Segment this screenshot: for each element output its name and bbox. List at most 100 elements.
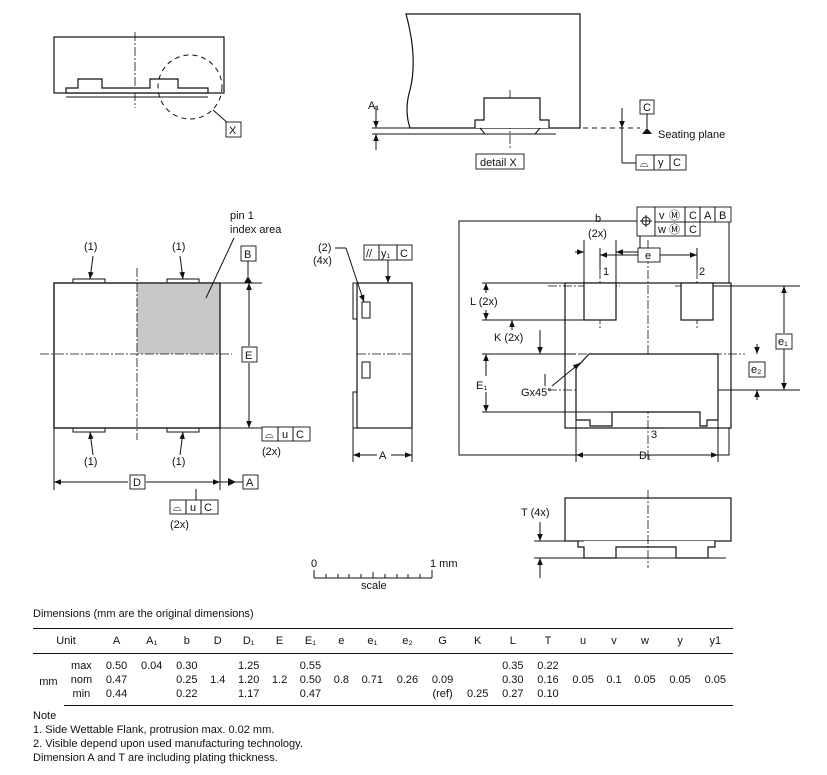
- cell: [565, 687, 601, 706]
- table-header: A₁: [134, 628, 170, 654]
- cell: 0.25: [176, 674, 198, 686]
- cell: [134, 673, 169, 687]
- cell: [389, 687, 425, 706]
- side-view-small: X: [53, 32, 242, 138]
- datum-a-box: A: [246, 477, 254, 489]
- dim-k-label: K (2x): [494, 332, 523, 344]
- svg-text:u: u: [282, 429, 288, 441]
- note-item: Dimension A and T are including plating …: [33, 752, 278, 764]
- svg-text:A: A: [704, 210, 712, 222]
- table-header: G: [424, 628, 461, 654]
- cell: [425, 654, 460, 674]
- dim-t-label: T (4x): [521, 507, 550, 519]
- svg-text:C: C: [673, 157, 681, 169]
- detail-x-circle: [157, 54, 223, 120]
- table-header: E₁: [292, 628, 329, 654]
- row-label: nom: [70, 674, 93, 686]
- pin1-index-label-line1: pin 1: [230, 210, 254, 222]
- table-header-row: Unit A A₁ b D D₁ E E₁ e e₁ e₂ G K L T u …: [33, 628, 733, 654]
- svg-text:C: C: [689, 224, 697, 236]
- dimensions-table: Unit A A₁ b D D₁ E E₁ e e₁ e₂ G K L T u …: [33, 628, 733, 706]
- pin1-index-area: [137, 283, 220, 354]
- svg-text:C: C: [400, 248, 408, 260]
- svg-text:y: y: [658, 157, 664, 169]
- cell: [204, 687, 232, 706]
- footnote-1-tl: (1): [84, 241, 97, 253]
- cell: [600, 687, 628, 706]
- cell: 0.16: [537, 674, 559, 686]
- cell: 0.09: [431, 674, 454, 686]
- count-4x-side: (4x): [313, 255, 332, 267]
- unit-cell: mm: [39, 676, 58, 689]
- cell: 1.25: [237, 660, 260, 672]
- scale-zero-label: 0: [311, 558, 317, 570]
- cell: 0.44: [98, 687, 135, 706]
- fcf-profile-u-c-right: ⌓ u C: [261, 426, 311, 442]
- note-item: 2. Visible depend upon used manufacturin…: [33, 738, 303, 750]
- cell: 0.22: [537, 660, 559, 672]
- svg-text:⌓: ⌓: [640, 158, 649, 170]
- dim-a-label: A: [379, 450, 387, 462]
- row-label: max: [71, 660, 92, 672]
- cell: 0.71: [361, 674, 383, 686]
- dim-e2-pitch-label: e₂: [751, 364, 761, 376]
- cell: [601, 654, 628, 674]
- seating-plane-label: Seating plane: [658, 129, 725, 141]
- cell: [328, 654, 355, 674]
- scale-bar: 0 1 mm scale: [311, 558, 458, 592]
- table-header: K: [460, 628, 496, 654]
- detail-x-view: A₁ detail X C Seating plane ⌓ y C: [368, 13, 725, 171]
- svg-text:⌓: ⌓: [265, 429, 274, 441]
- cell: 0.26: [396, 674, 419, 686]
- cell: 0.30: [502, 674, 524, 686]
- cell: 0.05: [572, 674, 594, 686]
- notes-title: Note: [33, 710, 57, 722]
- table-header: u: [565, 628, 601, 654]
- table-header: v: [600, 628, 628, 654]
- cell: (ref): [424, 687, 461, 706]
- datum-b-box: B: [244, 249, 251, 261]
- cell: 0.22: [169, 687, 205, 706]
- footnote-1-tr: (1): [172, 241, 185, 253]
- cell: 0.47: [105, 674, 128, 686]
- dim-l-label: L (2x): [470, 296, 498, 308]
- pin-2-label: 2: [699, 266, 705, 278]
- dim-e-pitch-label: e: [645, 250, 651, 262]
- svg-text:w: w: [657, 224, 666, 236]
- cell: 0.05: [704, 674, 727, 686]
- fcf-position: v Ⓜ C A B w Ⓜ C: [636, 206, 732, 237]
- cell: 0.1: [606, 674, 622, 686]
- cell: [328, 687, 355, 706]
- cell: 1.4: [210, 674, 226, 686]
- table-row: nom 0.47 0.25 1.4 1.20 1.2 0.50 0.8 0.71…: [33, 673, 733, 687]
- svg-text://: //: [366, 248, 373, 260]
- cell: 0.30: [176, 660, 198, 672]
- table-header: w: [627, 628, 663, 654]
- svg-text:v: v: [659, 210, 665, 222]
- cell: [662, 687, 698, 706]
- footnote-1-bl: (1): [84, 456, 97, 468]
- cell: [663, 654, 698, 674]
- cell: 0.50: [299, 674, 322, 686]
- cell: [698, 654, 733, 674]
- t-side-detail: T (4x): [521, 490, 732, 578]
- pin-3-label: 3: [651, 429, 657, 441]
- table-header: e: [328, 628, 355, 654]
- cell: 0.10: [530, 687, 566, 706]
- detail-x-ref: X: [229, 125, 237, 137]
- dim-e1-label: E₁: [476, 380, 487, 392]
- svg-text:⌓: ⌓: [173, 502, 182, 514]
- table-header: e₁: [354, 628, 390, 654]
- dim-d1-label: D₁: [639, 450, 651, 462]
- scale-label: scale: [361, 580, 387, 592]
- detail-x-label: detail X: [480, 157, 517, 169]
- cell: [134, 687, 170, 706]
- cell: 0.47: [292, 687, 329, 706]
- cell: [354, 687, 390, 706]
- cell: [355, 654, 390, 674]
- table-header: E: [266, 628, 293, 654]
- count-2x-b: (2x): [588, 228, 607, 240]
- fcf-profile-y-c: ⌓ y C: [635, 154, 687, 171]
- scale-one-label: 1 mm: [430, 558, 458, 570]
- top-view: pin 1 index area (1) (1) (1) (1) B E ⌓ u…: [40, 210, 311, 531]
